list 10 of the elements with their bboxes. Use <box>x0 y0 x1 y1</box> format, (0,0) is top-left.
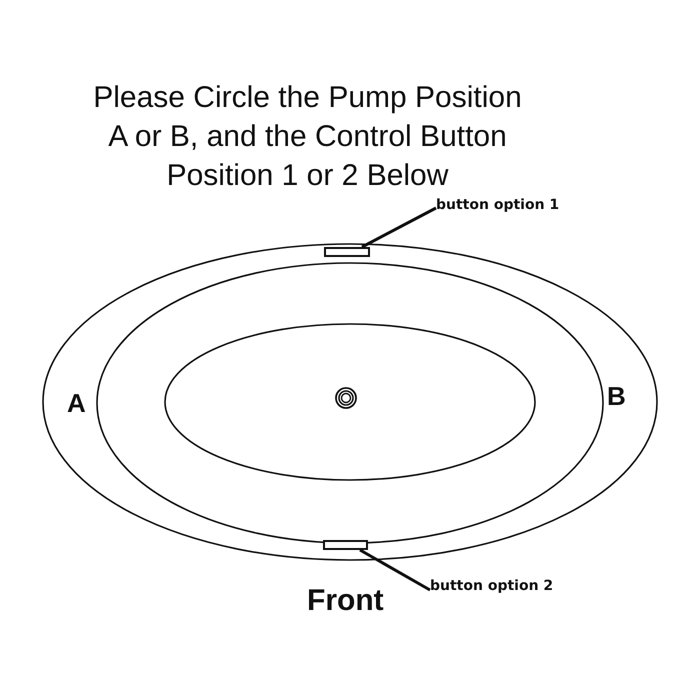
control-button-marker <box>323 540 368 550</box>
leader-line <box>359 548 431 592</box>
callout-label: button option 1 <box>436 197 560 213</box>
front-side-label: Front <box>307 584 384 617</box>
leader-line <box>361 206 437 248</box>
callout-label: button option 2 <box>430 578 554 594</box>
control-button-marker <box>324 247 370 257</box>
title: Please Circle the Pump Position A or B, and the Control Button Position 1 or 2 Below <box>92 80 523 194</box>
pump-position-label: B <box>607 382 626 411</box>
pump-position-label: A <box>67 389 86 418</box>
